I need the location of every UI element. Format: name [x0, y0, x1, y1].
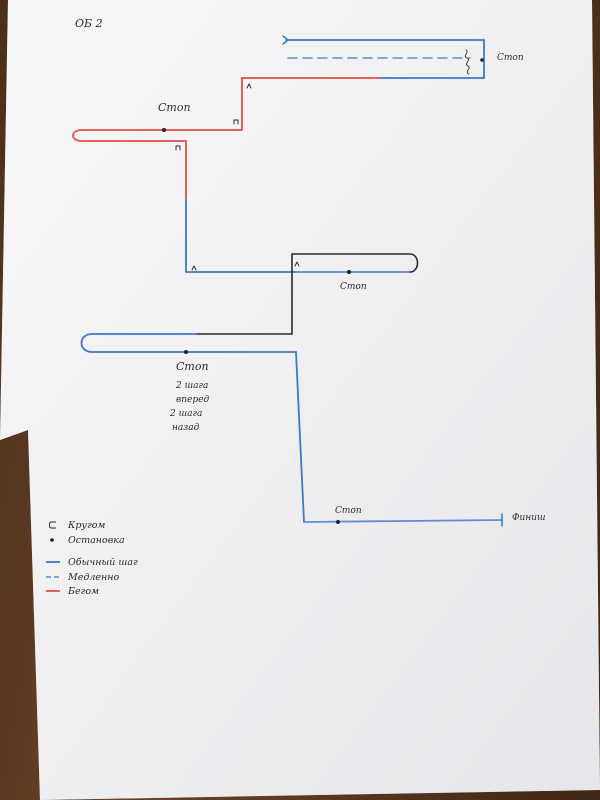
label-note-2: вперед	[176, 395, 210, 405]
turn-tick-2	[233, 119, 239, 125]
legend-label: Кругом	[68, 519, 106, 531]
label-stop-lower: Стоп	[176, 360, 209, 373]
legend-item-slow: Медленно	[44, 570, 119, 584]
label-finish: Финиш	[512, 513, 546, 523]
route-turn-loop-2	[80, 333, 297, 353]
stop-dot-middle	[347, 270, 351, 274]
label-stop-middle: Стоп	[340, 282, 367, 292]
dot-icon	[44, 534, 64, 546]
stop-dot-bottom	[336, 520, 340, 524]
stop-dot-upper-left	[162, 128, 166, 132]
legend-item-stop: Остановка	[44, 533, 125, 547]
stop-dot-lower	[184, 350, 188, 354]
label-stop-top-right: Стоп	[497, 53, 524, 63]
legend-label: Бегом	[68, 585, 100, 597]
turn-tick-5	[294, 261, 300, 267]
route-final-drop	[295, 351, 305, 523]
dashed-blue-line-icon	[44, 571, 64, 583]
stop-dot-top-right	[480, 58, 484, 62]
solid-blue-line-icon	[44, 556, 64, 568]
legend-item-run: Бегом	[44, 584, 99, 598]
route-turn-loop-1	[72, 129, 187, 142]
start-arrow-icon	[282, 35, 289, 45]
legend-label: Остановка	[68, 534, 125, 546]
legend-item-turn: Кругом	[44, 518, 105, 532]
legend-item-normal: Обычный шаг	[44, 555, 138, 569]
label-note-1: 2 шага	[176, 381, 209, 391]
label-stop-bottom: Стоп	[335, 506, 362, 516]
legend-label: Медленно	[68, 571, 120, 583]
turn-icon	[44, 519, 64, 531]
turn-tick-3	[175, 145, 181, 151]
legend-label: Обычный шаг	[68, 556, 138, 568]
label-stop-upper-left: Стоп	[158, 101, 191, 114]
route-black-loop	[291, 253, 419, 335]
label-note-4: назад	[172, 423, 200, 433]
turn-tick-4	[191, 265, 197, 271]
solid-red-line-icon	[44, 585, 64, 597]
turn-squiggle-icon	[464, 49, 470, 75]
label-note-3: 2 шага	[170, 409, 203, 419]
sheet-code: ОБ 2	[75, 17, 103, 30]
turn-tick-1	[246, 83, 252, 89]
